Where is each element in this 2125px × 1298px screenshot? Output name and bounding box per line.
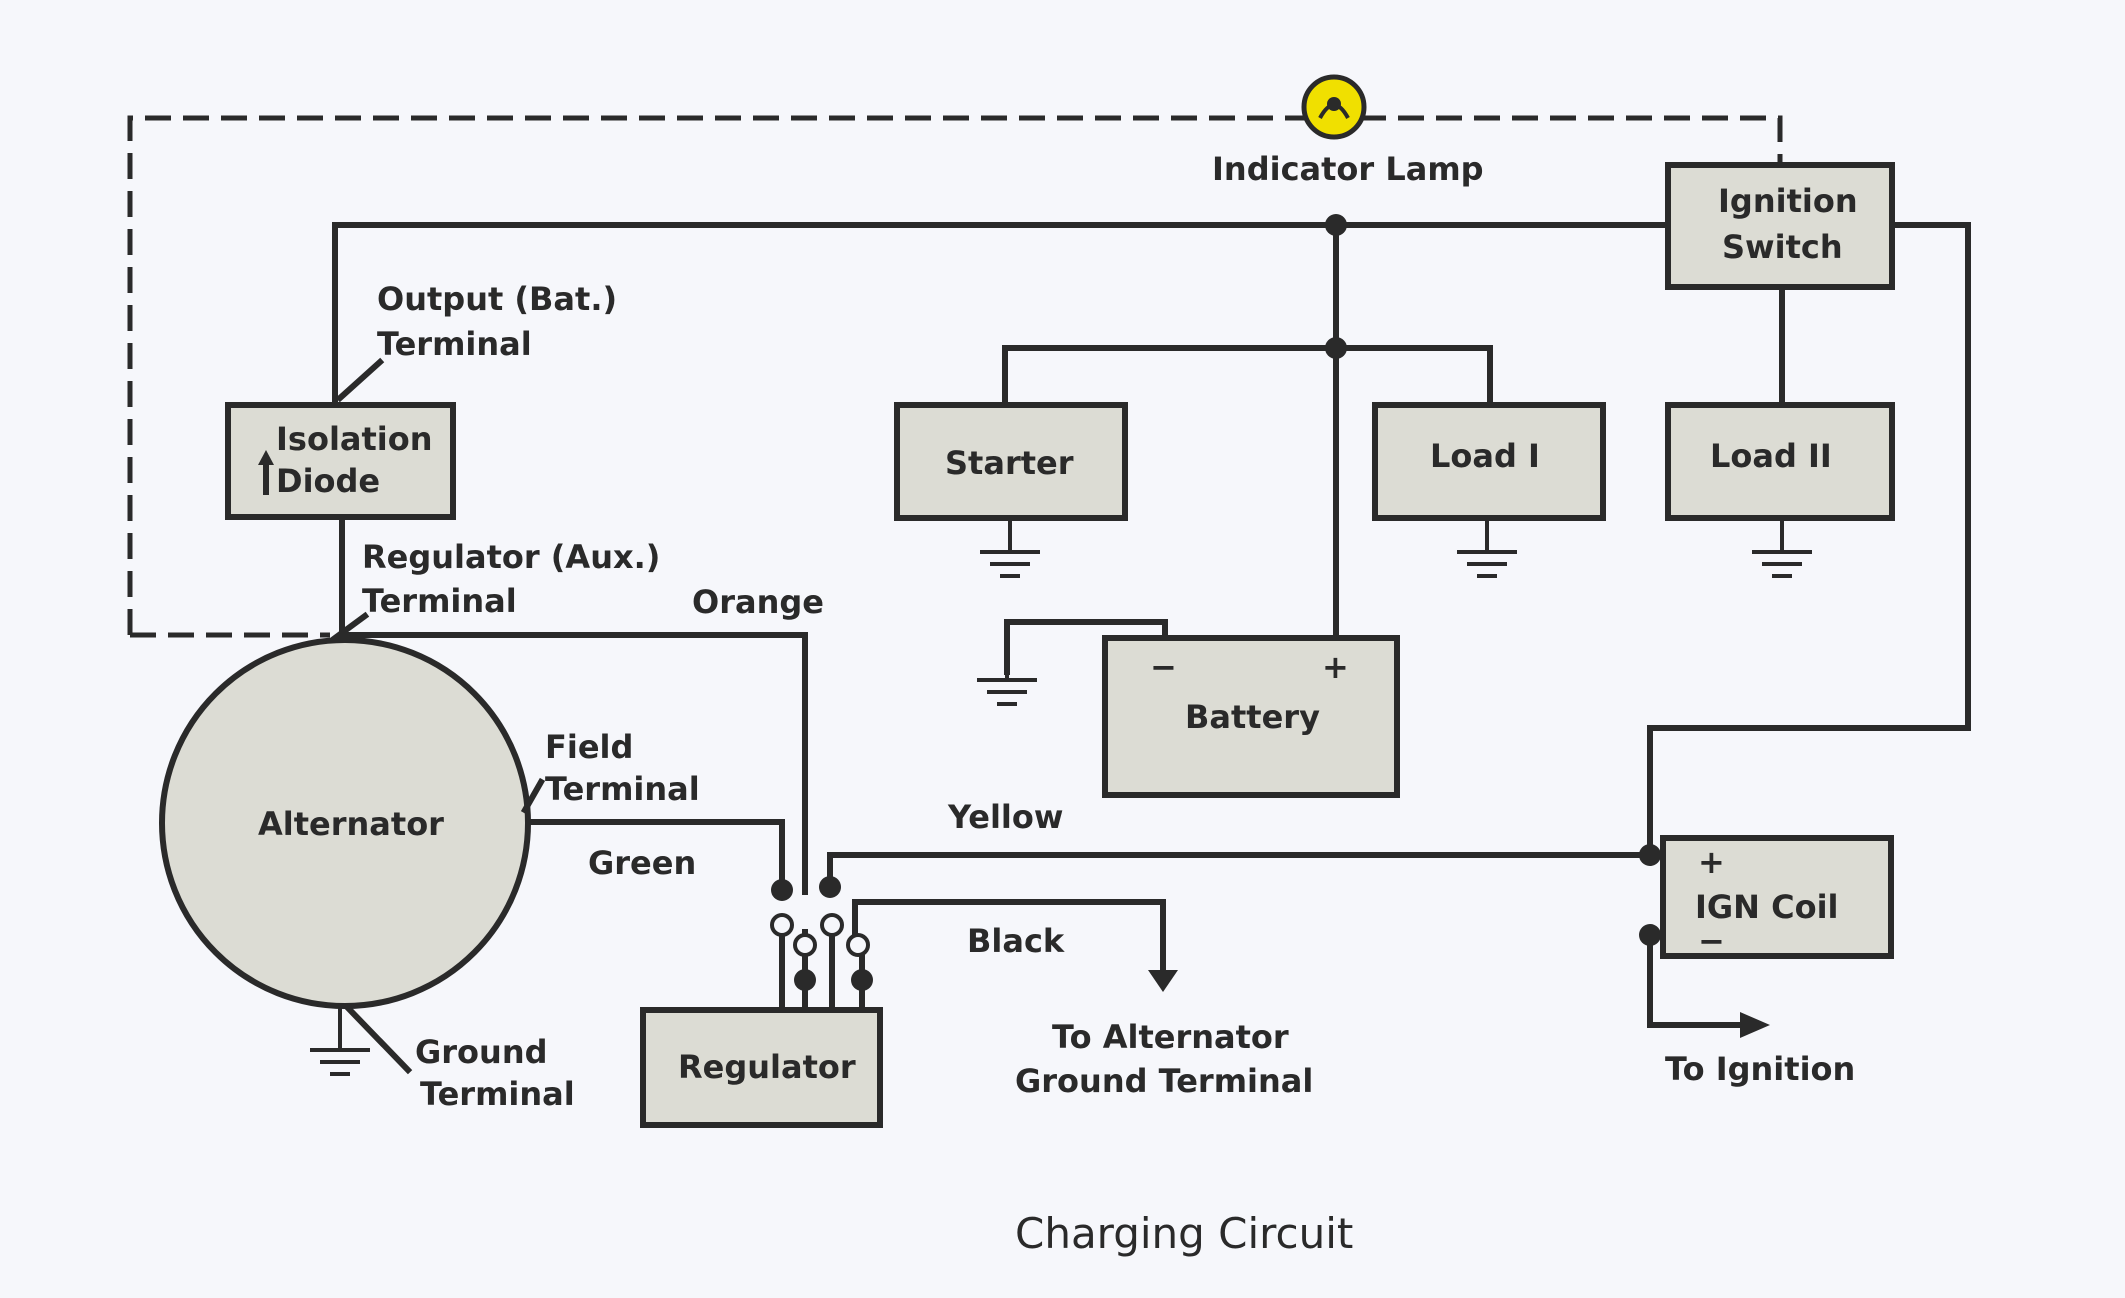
alternator-circle [159, 637, 531, 1009]
alternator-label: Alternator [258, 805, 444, 843]
starter-label: Starter [945, 444, 1074, 482]
junction-dot [771, 879, 793, 901]
green-wire [519, 819, 785, 895]
ground-icon [310, 1006, 370, 1076]
load-2-label: Load II [1710, 437, 1832, 475]
field-terminal-label-1: Field [545, 728, 633, 766]
ignition-switch-label-1: Ignition [1718, 182, 1858, 220]
main-bus-wire [332, 222, 1671, 408]
to-alt-ground-label-1: To Alternator [1052, 1018, 1289, 1056]
battery-label: Battery [1185, 698, 1320, 736]
to-alt-ground-label-2: Ground Terminal [1015, 1062, 1313, 1100]
orange-wire [339, 632, 808, 895]
junction-dot [851, 969, 873, 991]
output-terminal-pointer [335, 357, 385, 403]
black-wire [852, 899, 1166, 978]
ignition-switch-label-2: Switch [1722, 228, 1843, 266]
junction-dot [794, 969, 816, 991]
alt-ground-arrow [1148, 970, 1178, 992]
ign-coil-label: IGN Coil [1695, 888, 1839, 926]
indicator-lamp [1301, 74, 1367, 140]
junction-dot [1639, 844, 1661, 866]
ignition-to-coil-wire [1647, 222, 1971, 858]
ground-terminal-label-1: Ground [415, 1033, 548, 1071]
diagram-caption: Charging Circuit [1015, 1209, 1353, 1258]
regulator-terminal [846, 933, 870, 957]
regulator-terminal [820, 913, 844, 937]
load-2-box [1665, 402, 1895, 521]
regulator-box [640, 1007, 883, 1128]
battery-plus-symbol: + [1322, 648, 1349, 686]
field-terminal-pointer [520, 777, 546, 815]
yellow-wire-label: Yellow [947, 798, 1063, 836]
to-ignition-label: To Ignition [1665, 1050, 1855, 1088]
output-terminal-label-1: Output (Bat.) [377, 280, 617, 318]
black-wire-label: Black [967, 922, 1065, 960]
isolation-diode-label-2: Diode [276, 462, 380, 500]
junction-dot [1325, 337, 1347, 359]
ign-coil-box [1660, 835, 1894, 959]
to-ignition-arrow [1740, 1012, 1770, 1038]
regulator-terminal [793, 933, 817, 957]
aux-terminal-pointer [330, 611, 370, 643]
indicator-lamp-wire [127, 115, 1783, 635]
ground-terminal-pointer [343, 1003, 413, 1075]
green-wire-label: Green [588, 844, 696, 882]
load-1-label: Load I [1430, 437, 1540, 475]
orange-wire-label: Orange [692, 583, 824, 621]
ground-icon [1752, 518, 1812, 578]
indicator-lamp-label: Indicator Lamp [1212, 150, 1484, 188]
battery-neg-wire [1004, 619, 1168, 675]
to-ignition-wire [1647, 932, 1748, 1028]
isolation-diode-label-1: Isolation [276, 420, 433, 458]
regulator-label: Regulator [678, 1048, 856, 1086]
junction-dot [1639, 924, 1661, 946]
coil-minus-symbol: − [1698, 922, 1725, 960]
load-branch-wire [1002, 345, 1493, 408]
ground-terminal-label-2: Terminal [420, 1075, 575, 1113]
coil-plus-symbol: + [1698, 843, 1725, 881]
junction-dot [819, 876, 841, 898]
aux-terminal-label-1: Regulator (Aux.) [362, 538, 660, 576]
battery-box [1102, 635, 1400, 798]
ground-icon [977, 672, 1037, 706]
ground-icon [1457, 518, 1517, 578]
output-terminal-label-2: Terminal [377, 325, 532, 363]
diode-arrow-head [258, 450, 274, 465]
regulator-terminal [770, 913, 794, 937]
battery-minus-symbol: − [1150, 648, 1177, 686]
yellow-wire [827, 852, 1653, 895]
field-terminal-label-2: Terminal [545, 770, 700, 808]
ignition-switch-box [1665, 162, 1895, 290]
ground-icon [980, 518, 1040, 578]
junction-dot [1325, 214, 1347, 236]
aux-terminal-label-2: Terminal [362, 582, 517, 620]
